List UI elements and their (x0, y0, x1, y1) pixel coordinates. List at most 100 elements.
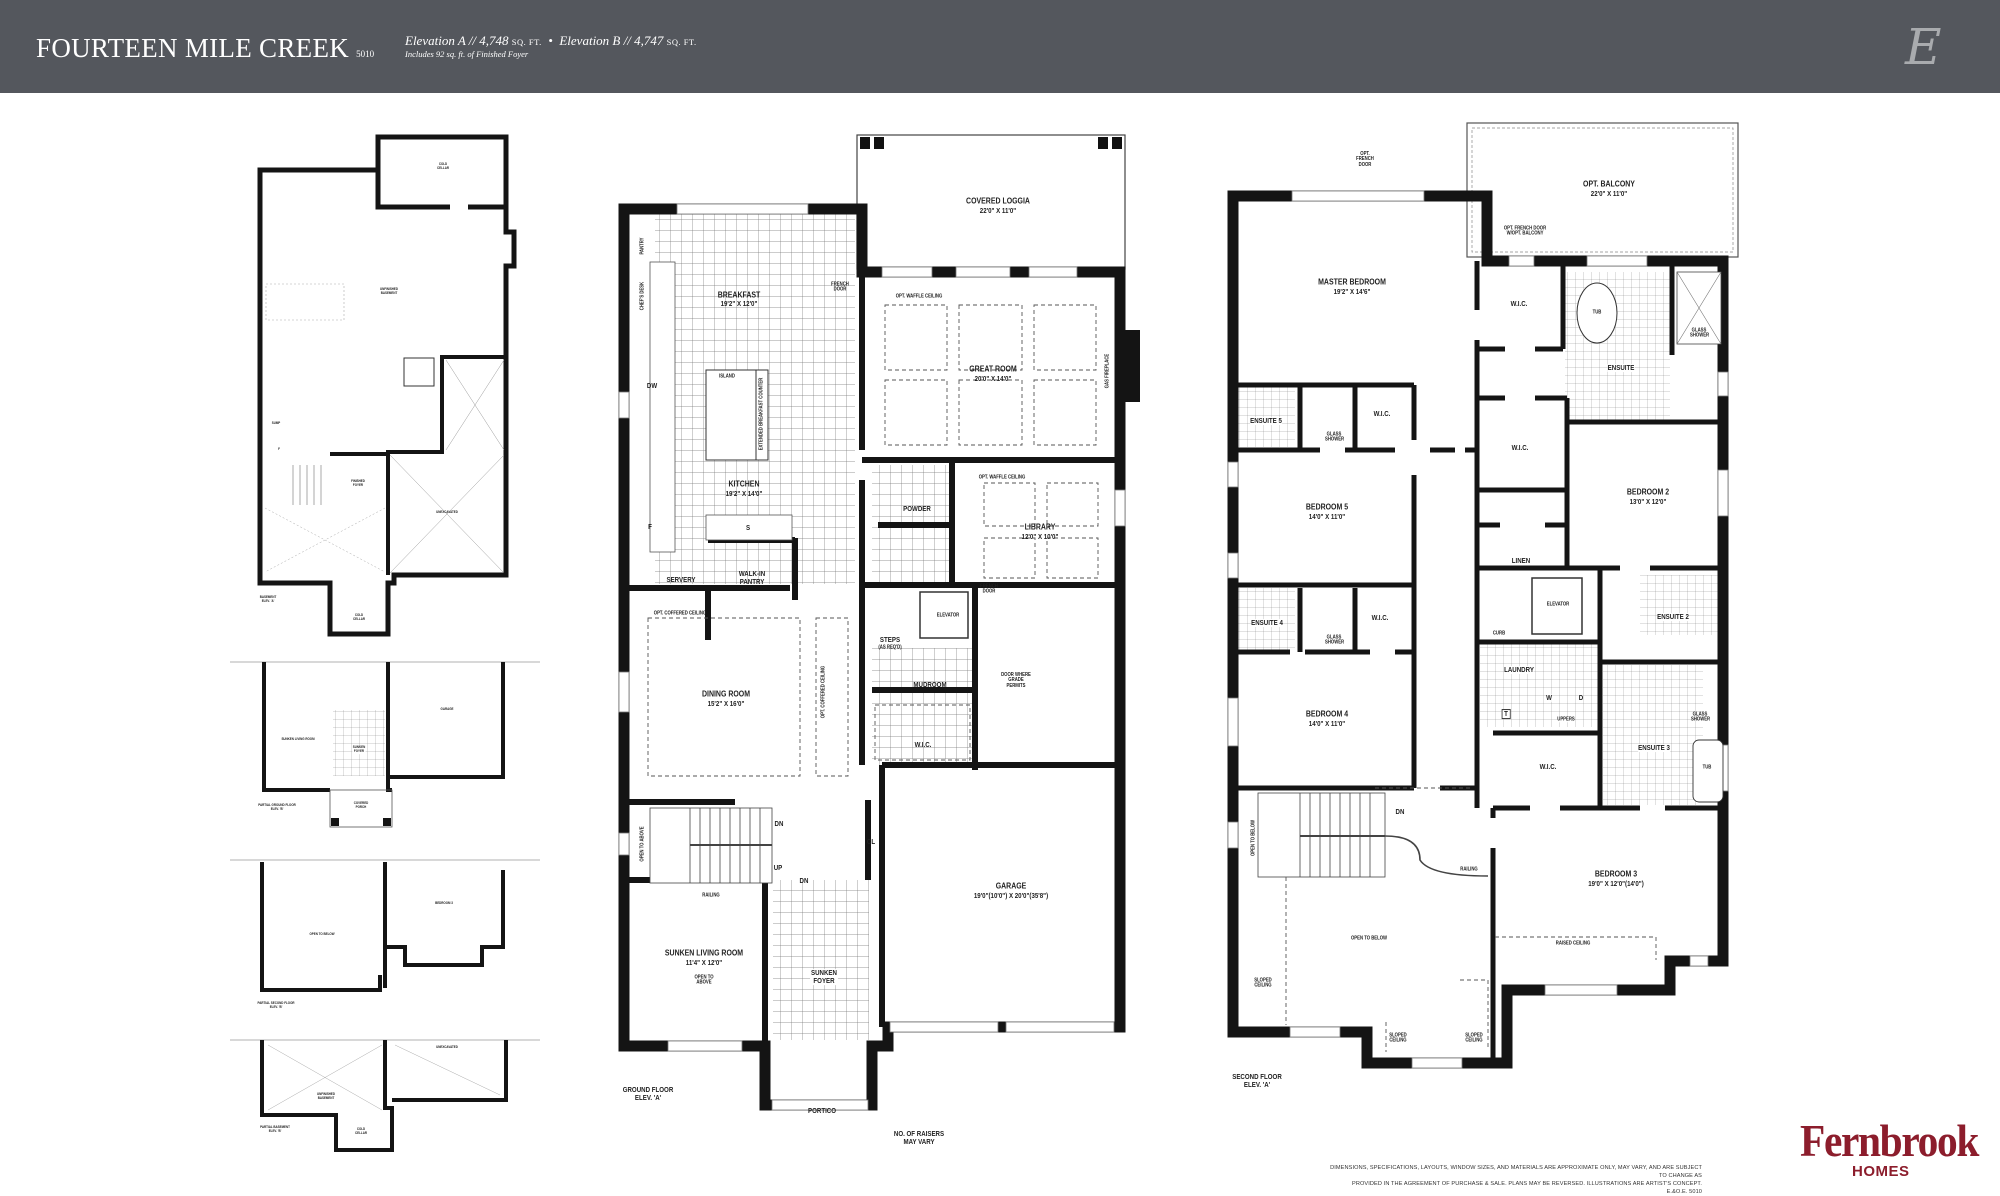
room-size-covered-loggia: 22'0" X 11'0" (979, 206, 1017, 216)
unexcavated-label: UNEXCAVATED (436, 510, 458, 515)
foyer-label: SUNKEN FOYER (352, 745, 366, 754)
room-name-ensuite: ENSUITE (1607, 363, 1635, 373)
room-size-sunken-living-room: 11'4" X 12'0" (685, 958, 723, 968)
tub-label: TUB (1702, 764, 1712, 771)
second-exterior-walls (1227, 190, 1729, 1069)
dryer-label: D (1578, 693, 1584, 703)
uppers-label: UPPERS (1557, 716, 1575, 723)
ensuite-3-tile (1603, 665, 1703, 805)
room-name-ensuite-2: ENSUITE 2 (1657, 612, 1689, 622)
open-to-below-label: OPEN TO BELOW (1250, 819, 1257, 857)
covered-porch-label: COVERED PORCH (353, 801, 369, 809)
monogram-logo: E (1905, 18, 1942, 76)
room-name-breakfast: BREAKFAST (717, 289, 761, 300)
porch-column (331, 818, 339, 826)
basement-interior-walls (330, 355, 506, 575)
pantry-label: PANTRY (639, 237, 646, 255)
basement-plan (257, 134, 517, 637)
stair-down-label: DN (799, 876, 809, 886)
sloped-ceiling-label: SLOPED CEILING (1389, 1032, 1407, 1044)
soaker-tub (1576, 282, 1618, 344)
open-to-below-label: OPEN TO BELOW (1350, 935, 1388, 942)
foyer-tile (333, 710, 385, 776)
window (1227, 697, 1239, 747)
window (1717, 469, 1729, 517)
window (1227, 552, 1239, 579)
partial-second-walls (260, 862, 505, 992)
balcony-inner (1471, 127, 1734, 253)
room-name-dining-room: DINING ROOM (701, 688, 751, 699)
basement-elevator (403, 357, 435, 387)
basement-exterior-walls (257, 134, 517, 637)
room-name-wic: W.I.C. (1373, 409, 1391, 419)
mudroom-tile (872, 648, 978, 768)
stair-down-label: DN (774, 819, 784, 829)
disclaimer-line-1: DIMENSIONS, SPECIFICATIONS, LAYOUTS, WIN… (1330, 1165, 1702, 1179)
waffle-ceiling-label: OPT. WAFFLE CEILING (895, 293, 943, 300)
room-name-ensuite-5: ENSUITE 5 (1250, 416, 1282, 426)
unfinished-basement-label: UNFINISHED BASEMENT (379, 287, 399, 295)
elevation-a-area: Elevation A // 4,748 (405, 33, 509, 48)
room-name-servery: SERVERY (666, 575, 696, 585)
room-name-bedroom-4: BEDROOM 4 (1305, 708, 1349, 719)
window (1289, 1026, 1341, 1038)
finished-foyer-label: FINISHED FOYER (351, 479, 365, 487)
fireplace-bump (1120, 330, 1140, 402)
ground-interior-walls (624, 272, 1120, 1046)
finished-foyer-note: Includes 92 sq. ft. of Finished Foyer (405, 49, 529, 59)
sqft-unit: SQ. FT. (666, 37, 697, 47)
railing-label: RAILING (702, 892, 720, 899)
washer-label: W (1546, 693, 1552, 703)
room-size-garage: 19'0"(10'0") X 20'0"(35'8") (973, 891, 1049, 901)
laundry-tile (1480, 642, 1600, 727)
window (618, 671, 630, 713)
loggia-column (860, 137, 870, 149)
room-name-ensuite-4: ENSUITE 4 (1251, 618, 1283, 628)
breakfast-counter-label: EXTENDED BREAKFAST COUNTER (758, 377, 765, 451)
garage-door (889, 1021, 999, 1033)
room-size-bedroom-2: 13'0" X 12'0" (1629, 497, 1667, 507)
second-floor-title: SECOND FLOOR ELEV. 'A' (1232, 1072, 1282, 1089)
room-name-linen: LINEN (1511, 556, 1531, 566)
ceiling-outlines (647, 304, 1099, 777)
ground-floor-title: GROUND FLOOR ELEV. 'A' (622, 1085, 674, 1102)
steps-label: STEPS (879, 635, 901, 645)
loggia-column (1112, 137, 1122, 149)
room-name-ensuite-3: ENSUITE 3 (1638, 743, 1670, 753)
room-size-bedroom-5: 14'0" X 11'0" (1308, 512, 1346, 522)
room-name-powder: POWDER (903, 504, 931, 514)
room-name-wic: W.I.C. (1371, 613, 1389, 623)
window (955, 266, 1011, 278)
disclaimer-line-2: PROVIDED IN THE AGREEMENT OF PURCHASE & … (1352, 1181, 1702, 1195)
window (676, 203, 809, 215)
range-counter (705, 514, 793, 541)
sloped-ceiling-label: SLOPED CEILING (1465, 1032, 1483, 1044)
rough-in-bath (265, 283, 345, 321)
coffered-ceiling-label: OPT. COFFERED CEILING (820, 665, 827, 719)
glass-shower-label: GLASS SHOWER (1324, 634, 1345, 646)
title-row: FOURTEEN MILE CREEK 5010 (36, 33, 374, 64)
window (1291, 190, 1425, 202)
gas-fireplace-label: GAS FIREPLACE (1104, 353, 1111, 389)
room-name-bedroom-5: BEDROOM 5 (1305, 501, 1349, 512)
elevation-areas: Elevation A // 4,748 SQ. FT. • Elevation… (405, 33, 697, 50)
coffered-ceiling-label: OPT. COFFERED CEILING (653, 610, 707, 617)
window (618, 832, 630, 856)
fridge-label: F (648, 522, 652, 532)
sloped-ceiling-label: SLOPED CEILING (1254, 977, 1272, 989)
window (1114, 489, 1126, 527)
loggia-column (1098, 137, 1108, 149)
window (1586, 255, 1648, 267)
room-size-great-room: 20'0" X 14'0" (974, 374, 1012, 384)
waffle-ceiling-label: OPT. WAFFLE CEILING (978, 474, 1026, 481)
dishwasher-label: DW (646, 381, 658, 391)
portico-front (771, 1099, 869, 1111)
opt-french-door-label: OPT. FRENCH DOOR (1356, 150, 1374, 168)
room-size-bedroom-4: 14'0" X 11'0" (1308, 719, 1346, 729)
garage-label: GARAGE (440, 707, 454, 712)
partial-plans-elevation-b (230, 661, 540, 1152)
partial-basement-title: PARTIAL BASEMENT ELEV. 'B' (260, 1125, 290, 1133)
room-size-dining-room: 15'2" X 16'0" (707, 699, 745, 709)
window (1508, 255, 1535, 267)
sqft-unit: SQ. FT. (511, 37, 542, 47)
